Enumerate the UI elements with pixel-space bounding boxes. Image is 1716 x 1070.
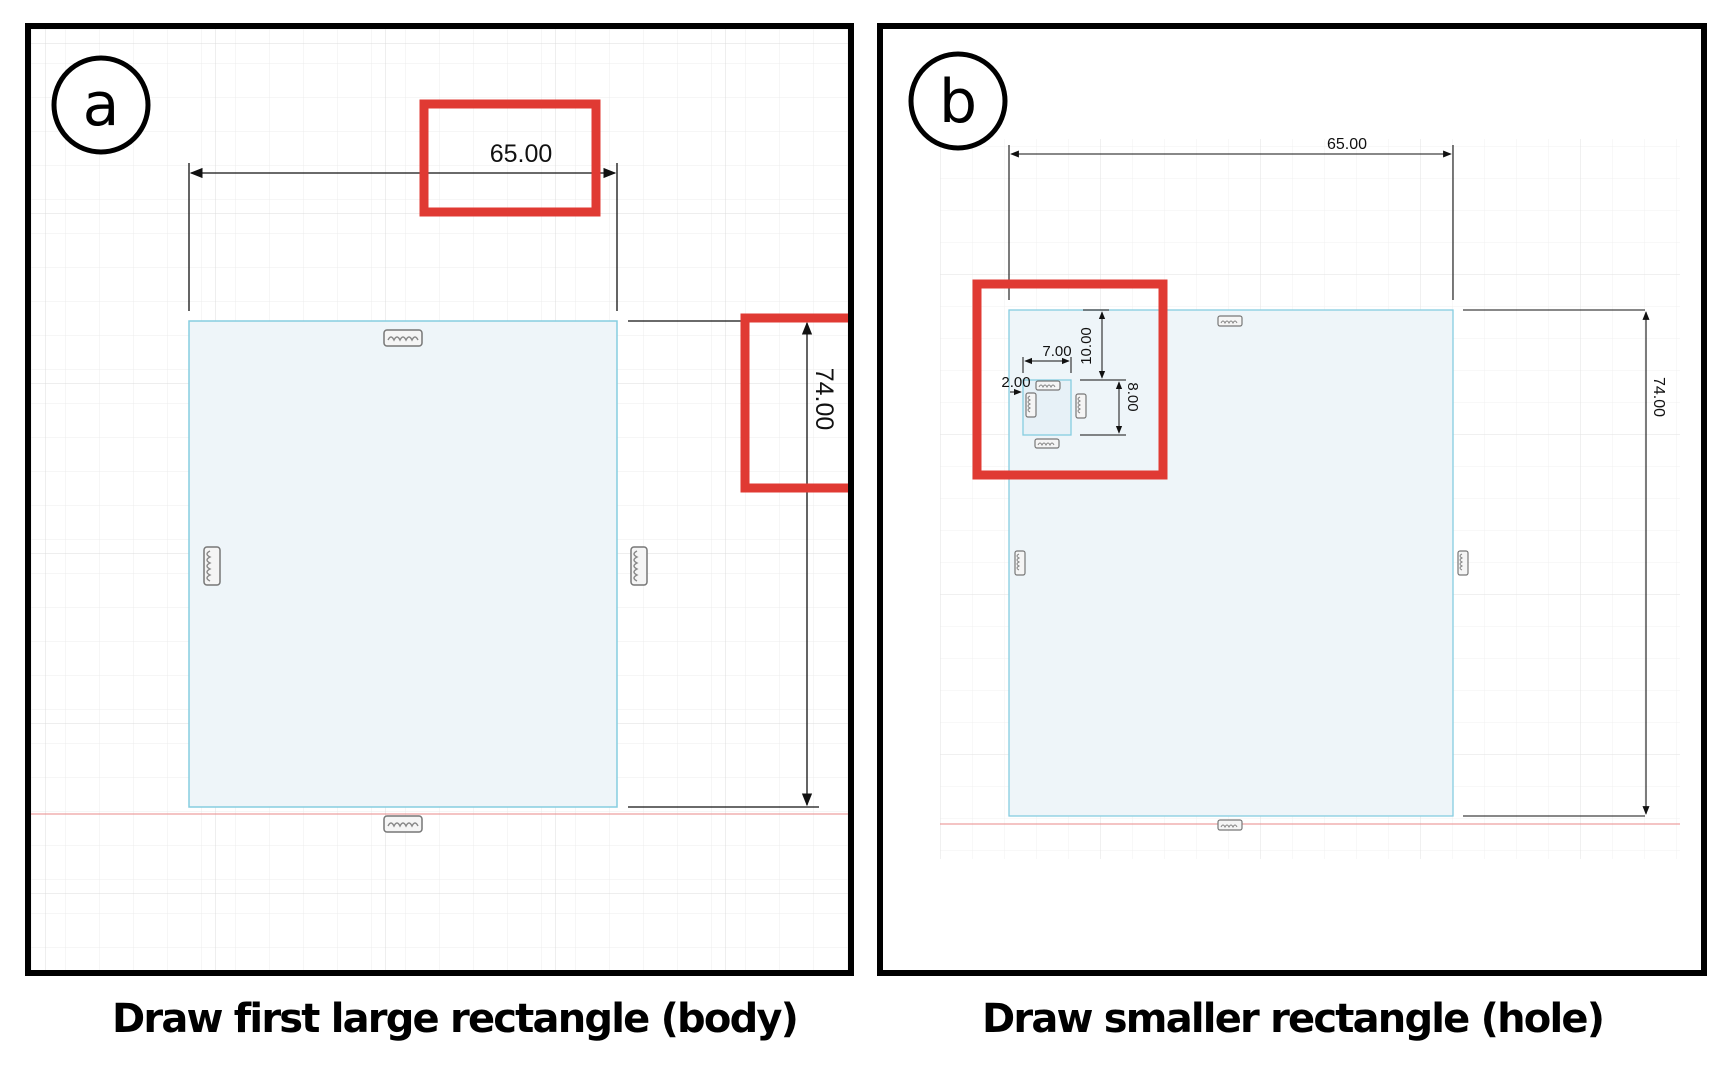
panel-b: 65.00 74.00 7.00 10.00 8.00 (877, 23, 1707, 976)
width-dim-label: 65.00 (490, 140, 553, 168)
hole-height-dim-label: 8.00 (1124, 382, 1141, 411)
width-dimension[interactable]: 65.00 (1008, 136, 1454, 300)
vertical-constraint-icon[interactable] (630, 546, 648, 586)
vertical-constraint-icon[interactable] (1457, 550, 1469, 576)
horizontal-constraint-icon[interactable] (1034, 438, 1060, 449)
body-rectangle[interactable] (188, 320, 618, 808)
badge-letter: a (83, 70, 120, 140)
hole-top-offset-dimension[interactable]: 10.00 (1078, 309, 1109, 381)
hole-width-dim-label: 7.00 (1042, 343, 1071, 360)
sketch-canvas-b[interactable]: 65.00 74.00 7.00 10.00 8.00 (883, 29, 1701, 970)
panel-a: 65.00 74.00 a (25, 23, 854, 976)
vertical-constraint-icon[interactable] (1014, 550, 1026, 576)
panel-badge-b: b (908, 51, 1008, 151)
height-dimension[interactable]: 74.00 (628, 320, 838, 808)
height-dim-label: 74.00 (1650, 377, 1667, 417)
vertical-constraint-icon[interactable] (1075, 393, 1087, 419)
panel-badge-a: a (51, 55, 151, 155)
highlight-hole-dims (972, 279, 1168, 480)
hole-left-offset-dimension[interactable]: 2.00 (1001, 374, 1031, 396)
horizontal-constraint-icon[interactable] (1035, 380, 1061, 391)
vertical-constraint-icon[interactable] (203, 546, 221, 586)
caption-a: Draw first large rectangle (body) (112, 996, 799, 1042)
highlight-height-dim (740, 313, 848, 493)
badge-letter: b (939, 67, 977, 137)
horizontal-constraint-icon[interactable] (383, 815, 423, 833)
height-dim-label: 74.00 (810, 368, 838, 431)
horizontal-constraint-icon[interactable] (1217, 315, 1243, 327)
horizontal-constraint-icon[interactable] (1217, 819, 1243, 831)
sketch-canvas-a[interactable]: 65.00 74.00 a (31, 29, 848, 970)
height-dimension[interactable]: 74.00 (1463, 309, 1667, 817)
vertical-constraint-icon[interactable] (1025, 392, 1037, 418)
horizontal-constraint-icon[interactable] (383, 329, 423, 347)
width-dimension[interactable]: 65.00 (188, 140, 618, 311)
width-dim-label: 65.00 (1327, 136, 1367, 153)
highlight-width-dim (419, 99, 601, 217)
hole-top-offset-dim-label: 10.00 (1078, 327, 1095, 365)
body-rectangle[interactable] (1008, 309, 1454, 817)
hole-width-dimension[interactable]: 7.00 (1022, 343, 1072, 373)
hole-left-offset-dim-label: 2.00 (1001, 374, 1030, 391)
caption-b: Draw smaller rectangle (hole) (982, 996, 1605, 1042)
hole-height-dimension[interactable]: 8.00 (1080, 379, 1141, 436)
